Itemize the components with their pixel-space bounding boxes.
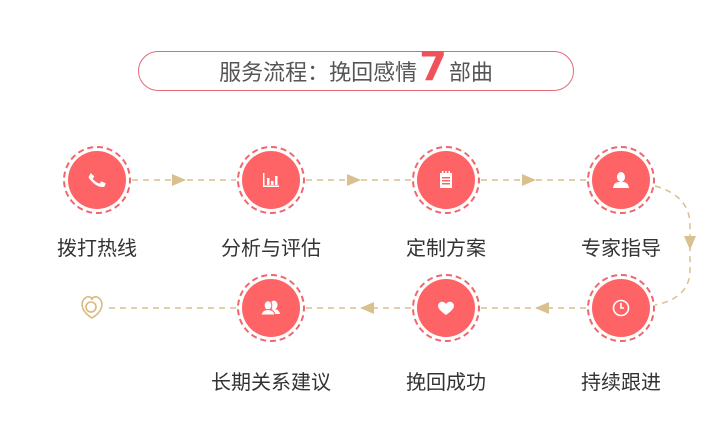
step-success (412, 274, 480, 342)
double-heart-icon (81, 295, 103, 319)
notepad-icon (440, 171, 452, 188)
title-banner: 服务流程：挽回感情 7 部曲 (138, 47, 574, 91)
arrow-left-icon (535, 302, 549, 314)
step-follow-up (587, 274, 655, 342)
users-icon (260, 300, 280, 316)
arrow-right-icon (172, 174, 186, 186)
title-number: 7 (419, 44, 447, 90)
title-prefix: 服务流程：挽回感情 (219, 61, 418, 86)
step-expert-guidance (587, 146, 655, 214)
step-label: 分析与评估 (221, 236, 321, 260)
clock-icon (612, 299, 630, 317)
arrow-right-icon (347, 174, 361, 186)
arrow-down-icon (684, 236, 696, 250)
step-custom-plan (412, 146, 480, 214)
step-call-hotline (63, 146, 131, 214)
arrow-right-icon (522, 174, 536, 186)
bar-chart-icon (263, 173, 279, 187)
step-label: 持续跟进 (581, 370, 661, 394)
phone-icon (88, 172, 106, 187)
step-label: 挽回成功 (406, 370, 486, 394)
step-label: 专家指导 (581, 236, 661, 260)
step-analysis (237, 146, 305, 214)
step-label: 拨打热线 (57, 236, 137, 260)
title-suffix: 部曲 (448, 61, 493, 86)
user-icon (613, 172, 629, 188)
step-long-term-advice (237, 274, 305, 342)
heart-icon (438, 301, 454, 315)
step-label: 长期关系建议 (211, 370, 331, 394)
arrow-left-icon (360, 302, 374, 314)
step-label: 定制方案 (406, 236, 486, 260)
